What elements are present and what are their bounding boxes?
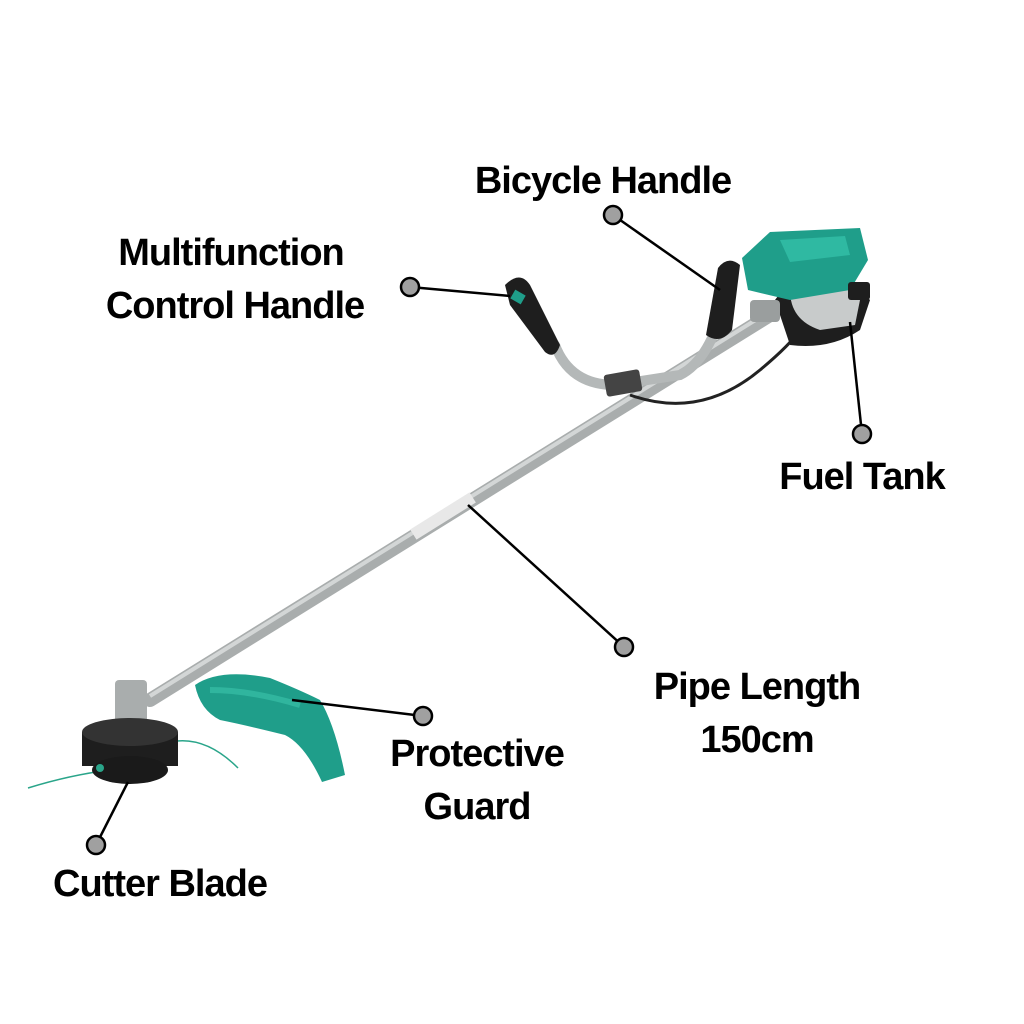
handlebar (550, 295, 730, 391)
label-cutter-blade: Cutter Blade (53, 863, 268, 905)
label-pipe-length-line1: Pipe Length (653, 666, 861, 708)
callout-dot-cutter-blade (85, 834, 107, 856)
engine (742, 228, 870, 346)
gear-head (115, 680, 147, 728)
callout-dot-control-handle (399, 276, 421, 298)
label-control-handle-line1: Multifunction (118, 232, 344, 274)
bicycle-handle-grip (706, 260, 740, 339)
label-fuel-tank: Fuel Tank (779, 456, 946, 498)
callout-dot-bicycle-handle (602, 204, 624, 226)
label-guard-line1: Protective (390, 733, 565, 775)
callout-dot-pipe-length (613, 636, 635, 658)
label-bicycle-handle: Bicycle Handle (474, 160, 732, 202)
callout-dot-fuel-tank (851, 423, 873, 445)
cutter-head (82, 718, 178, 784)
label-pipe-length-line2: 150cm (700, 719, 814, 761)
throttle-cable (629, 329, 802, 405)
label-guard-line2: Guard (423, 786, 532, 828)
callout-dot-guard (412, 705, 434, 727)
control-handle-grip (505, 277, 560, 355)
label-control-handle-line2: Control Handle (105, 285, 365, 327)
